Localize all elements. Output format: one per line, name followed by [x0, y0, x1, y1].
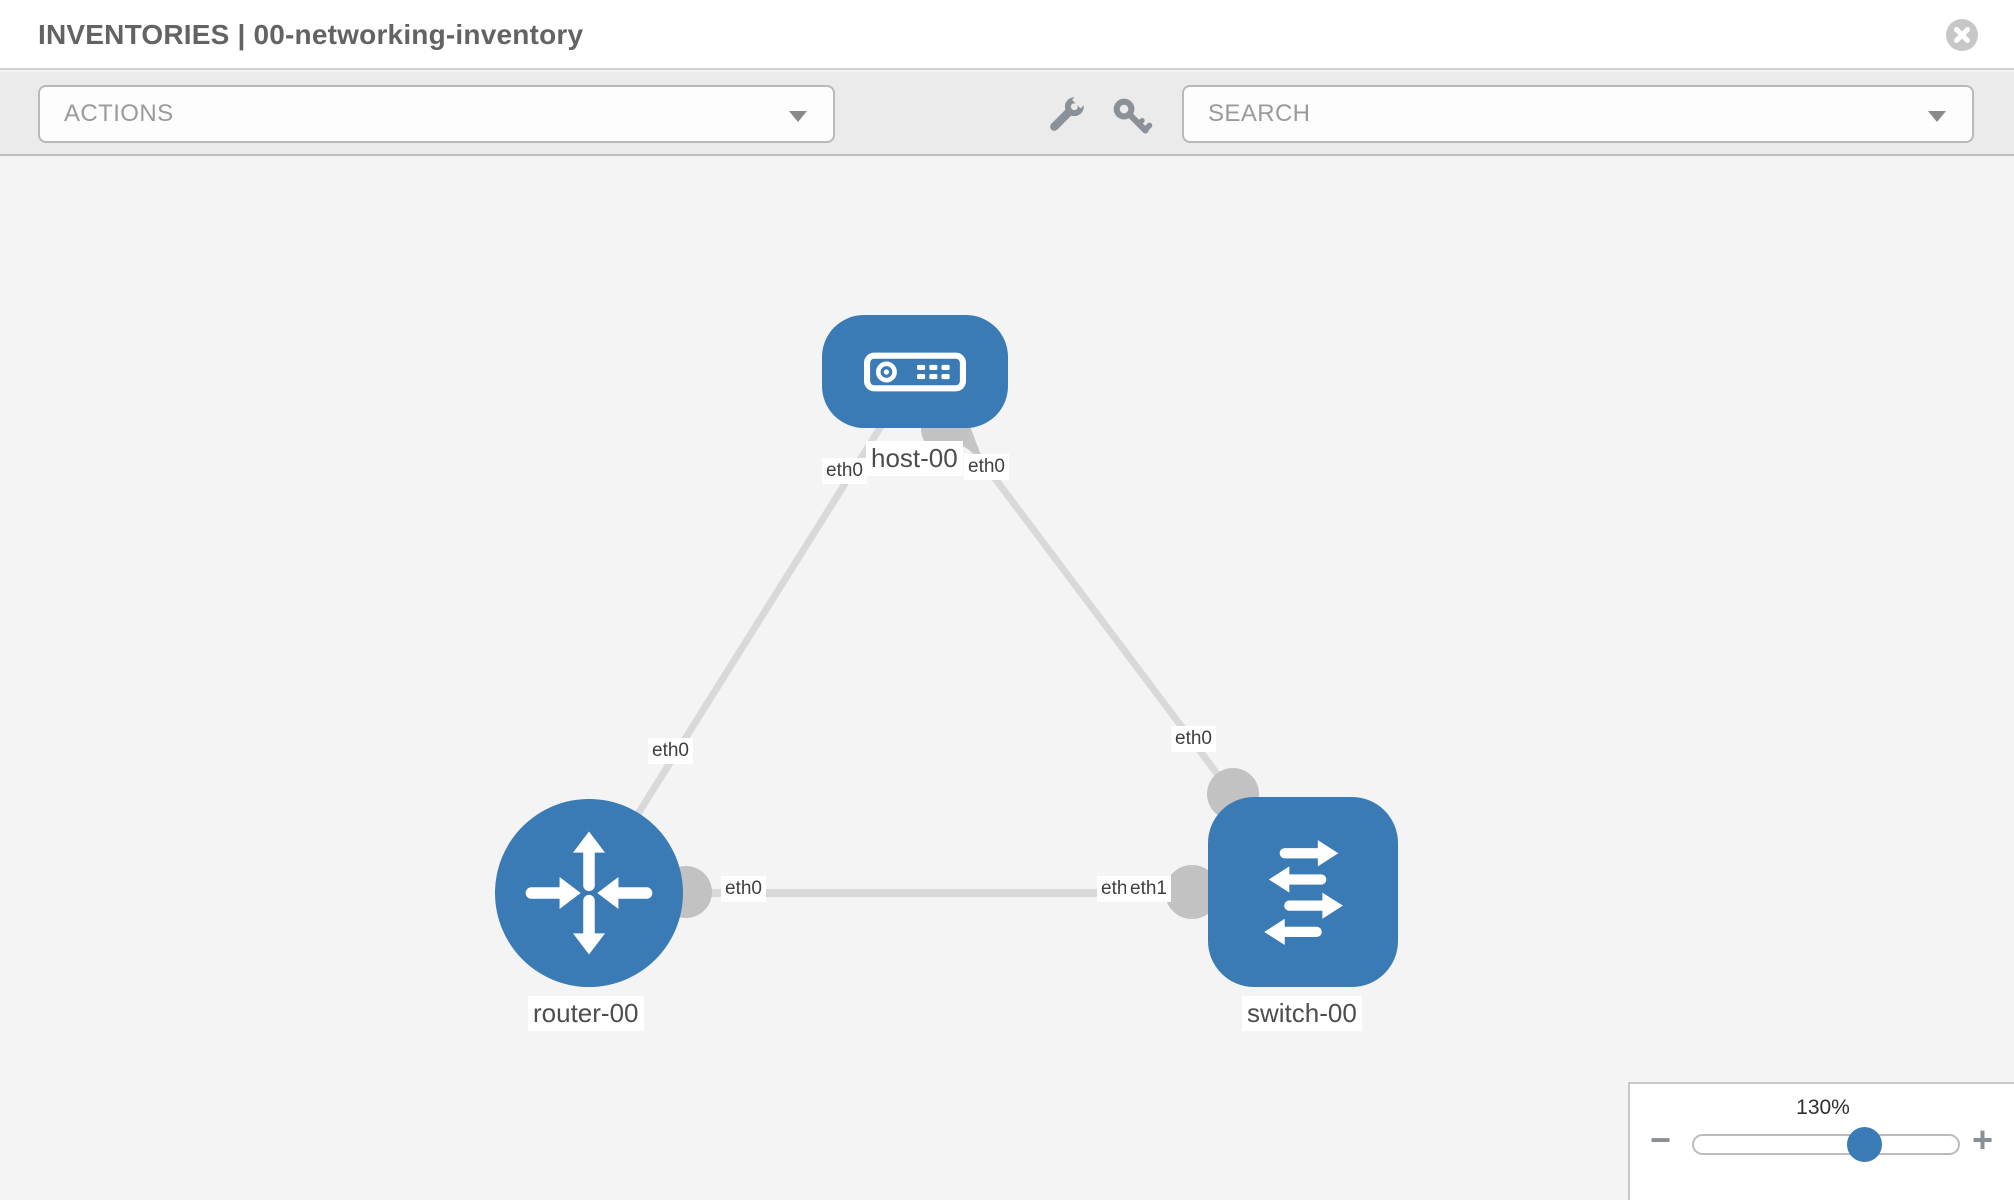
search-dropdown-label: SEARCH: [1208, 100, 1311, 127]
chevron-down-icon: [789, 111, 807, 122]
actions-dropdown-label: ACTIONS: [64, 100, 174, 127]
router-icon: [525, 831, 653, 955]
node-label-host: host-00: [866, 441, 963, 476]
configure-button[interactable]: [1046, 92, 1088, 140]
node-host-00[interactable]: [822, 315, 1008, 428]
page-title: INVENTORIES | 00-networking-inventory: [38, 19, 584, 50]
zoom-slider-handle[interactable]: [1847, 1127, 1882, 1162]
interface-dot-switch-left: [1165, 865, 1219, 919]
zoom-percent-label: 130%: [1796, 1096, 1850, 1119]
if-label-host-eth0-left: eth0: [822, 458, 867, 484]
node-switch-00[interactable]: [1208, 797, 1398, 987]
header: INVENTORIES | 00-networking-inventory: [0, 0, 2014, 70]
zoom-widget: 130% − +: [1628, 1082, 2014, 1200]
switch-icon: [1264, 840, 1343, 946]
zoom-in-button[interactable]: +: [1972, 1119, 1994, 1160]
node-label-switch: switch-00: [1242, 996, 1362, 1031]
node-label-router: router-00: [528, 996, 644, 1031]
if-label-mid-eth0: eth0: [721, 876, 766, 902]
host-icon: [864, 352, 966, 391]
zoom-slider-track[interactable]: [1692, 1134, 1960, 1155]
if-label-switch-eth0-top: eth0: [1171, 726, 1216, 752]
node-router-00[interactable]: [495, 799, 683, 987]
wrench-icon: [1050, 92, 1088, 131]
if-label-router-eth0-top: eth0: [648, 738, 693, 764]
key-icon: [1113, 98, 1153, 134]
close-icon: [1954, 27, 1970, 43]
search-dropdown[interactable]: SEARCH: [1182, 85, 1974, 143]
toolbar: ACTIONS SEARCH: [0, 72, 2014, 156]
if-label-host-eth0-right: eth0: [964, 454, 1009, 480]
chevron-down-icon: [1928, 111, 1946, 122]
actions-dropdown[interactable]: ACTIONS: [38, 85, 835, 143]
if-label-mid-eth1: eth1: [1126, 876, 1171, 902]
credentials-button[interactable]: [1110, 95, 1154, 144]
close-button[interactable]: [1946, 19, 1978, 51]
zoom-out-button[interactable]: −: [1650, 1119, 1672, 1160]
